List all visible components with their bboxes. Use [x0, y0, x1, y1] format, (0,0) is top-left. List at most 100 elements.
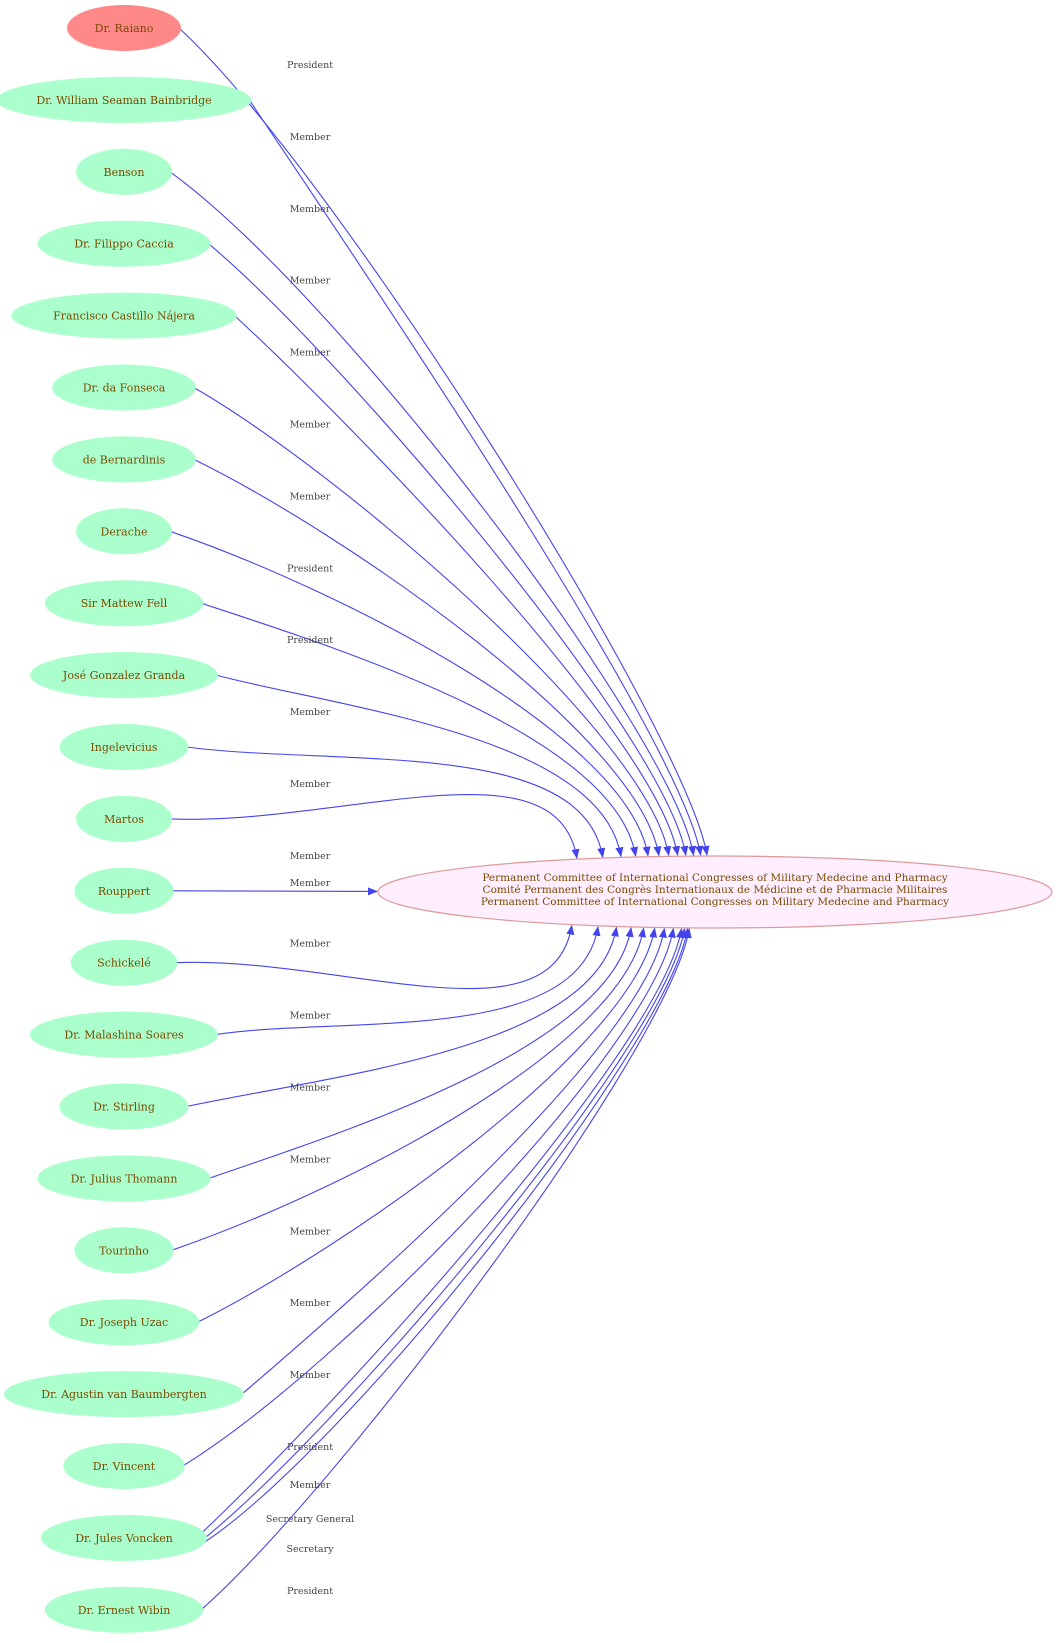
edge-17-0	[171, 927, 647, 1251]
person-ellipse[interactable]	[0, 76, 252, 123]
edge-5-0	[193, 387, 672, 857]
edge-7-0	[169, 530, 651, 857]
edge-20-0	[182, 927, 676, 1467]
edge-8-0	[201, 602, 639, 857]
edge-label: Member	[290, 348, 331, 359]
person-ellipse[interactable]	[30, 1011, 218, 1058]
person-ellipse[interactable]	[76, 508, 172, 555]
edge-label: Member	[290, 1480, 331, 1491]
person-ellipse[interactable]	[44, 580, 204, 627]
person-node[interactable]: Martos	[76, 795, 172, 842]
edge-11-0	[169, 794, 580, 860]
person-label: Dr. Raiano	[95, 22, 154, 35]
edge-label: President	[287, 1442, 333, 1453]
edge-label: Member	[290, 276, 331, 287]
person-node[interactable]: Ingelevicius	[59, 724, 189, 770]
edge-label: President	[287, 635, 333, 646]
person-node[interactable]: de Bernardinis	[52, 436, 196, 483]
person-ellipse[interactable]	[76, 795, 172, 842]
edge-21-0	[202, 927, 684, 1533]
person-label: Dr. Malashina Soares	[64, 1029, 184, 1042]
person-ellipse[interactable]	[70, 939, 178, 986]
person-ellipse[interactable]	[11, 292, 237, 339]
edge-12-0	[171, 887, 378, 896]
person-ellipse[interactable]	[52, 364, 196, 411]
hub-node[interactable]: Permanent Committee of International Con…	[377, 855, 1053, 929]
hub-ellipse[interactable]	[377, 855, 1053, 929]
person-node[interactable]: Dr. William Seaman Bainbridge	[0, 76, 252, 123]
person-label: Dr. William Seaman Bainbridge	[36, 94, 211, 107]
person-ellipse[interactable]	[48, 1299, 200, 1346]
person-node[interactable]: Derache	[76, 508, 172, 555]
person-label: Ingelevicius	[90, 741, 158, 754]
person-ellipse[interactable]	[44, 1586, 204, 1633]
edge-9-0	[215, 674, 624, 858]
highlighted-person-ellipse[interactable]	[67, 5, 181, 51]
edge-6-0	[193, 458, 662, 857]
person-node[interactable]: Tourinho	[74, 1227, 174, 1274]
edge-14-0	[215, 925, 601, 1036]
person-label: Derache	[101, 525, 148, 538]
person-ellipse[interactable]	[59, 1083, 189, 1130]
edge-4-0	[234, 315, 681, 857]
person-ellipse[interactable]	[30, 652, 218, 699]
person-node[interactable]: Dr. Vincent	[63, 1443, 185, 1489]
person-node[interactable]: Dr. Malashina Soares	[30, 1011, 218, 1058]
person-label: Dr. Jules Voncken	[75, 1532, 173, 1545]
person-node[interactable]: Dr. da Fonseca	[52, 364, 196, 411]
edge-1-0	[248, 99, 704, 856]
edge-0-0	[178, 27, 710, 856]
person-node[interactable]: Rouppert	[74, 867, 174, 914]
person-label: Dr. da Fonseca	[83, 382, 166, 395]
hub-label-line-1: Permanent Committee of International Con…	[482, 872, 947, 884]
person-node[interactable]: Dr. Agustin van Baumbergten	[4, 1371, 244, 1418]
edge-label: Member	[290, 491, 331, 502]
edge-18-0	[197, 927, 658, 1323]
edge-label: Member	[290, 878, 331, 889]
person-node[interactable]: Dr. Raiano	[67, 5, 181, 51]
person-ellipse[interactable]	[59, 724, 189, 770]
person-ellipse[interactable]	[37, 220, 211, 267]
edge-label: President	[287, 1586, 333, 1597]
edge-label: Member	[290, 204, 331, 215]
person-node[interactable]: Dr. Filippo Caccia	[37, 220, 211, 267]
person-ellipse[interactable]	[37, 1155, 211, 1202]
edge-16-0	[208, 926, 634, 1179]
edge-13-0	[175, 924, 575, 990]
person-node[interactable]: Dr. Jules Voncken	[41, 1514, 207, 1561]
person-node[interactable]: José Gonzalez Granda	[30, 652, 218, 699]
person-ellipse[interactable]	[63, 1443, 185, 1489]
person-label: Dr. Joseph Uzac	[80, 1316, 168, 1329]
edge-label: Member	[290, 1298, 331, 1309]
edges-layer	[169, 27, 710, 1611]
person-node[interactable]: Dr. Ernest Wibin	[44, 1586, 204, 1633]
person-node[interactable]: Sir Mattew Fell	[44, 580, 204, 627]
hub-label-line-2: Comité Permanent des Congrès Internation…	[483, 884, 948, 896]
person-ellipse[interactable]	[74, 1227, 174, 1274]
person-label: José Gonzalez Granda	[62, 669, 186, 682]
person-ellipse[interactable]	[76, 148, 172, 195]
edge-label: Member	[290, 420, 331, 431]
person-label: Dr. Julius Thomann	[71, 1172, 178, 1185]
edge-label: Member	[290, 779, 331, 790]
edge-label: President	[287, 563, 333, 574]
person-ellipse[interactable]	[52, 436, 196, 483]
person-node[interactable]: Dr. Joseph Uzac	[48, 1299, 200, 1346]
person-label: Dr. Filippo Caccia	[74, 238, 174, 251]
person-ellipse[interactable]	[74, 867, 174, 914]
person-label: Dr. Ernest Wibin	[78, 1604, 171, 1617]
person-ellipse[interactable]	[4, 1371, 244, 1418]
person-node[interactable]: Dr. Julius Thomann	[37, 1155, 211, 1202]
person-label: Rouppert	[98, 885, 151, 898]
person-label: Benson	[103, 166, 144, 179]
person-node[interactable]: Dr. Stirling	[59, 1083, 189, 1130]
edge-label: Member	[290, 851, 331, 862]
person-node[interactable]: Francisco Castillo Nájera	[11, 292, 237, 339]
edge-19-0	[241, 927, 667, 1395]
person-node[interactable]: Schickelé	[70, 939, 178, 986]
person-ellipse[interactable]	[41, 1514, 207, 1561]
edge-label: Member	[290, 1154, 331, 1165]
person-node[interactable]: Benson	[76, 148, 172, 195]
